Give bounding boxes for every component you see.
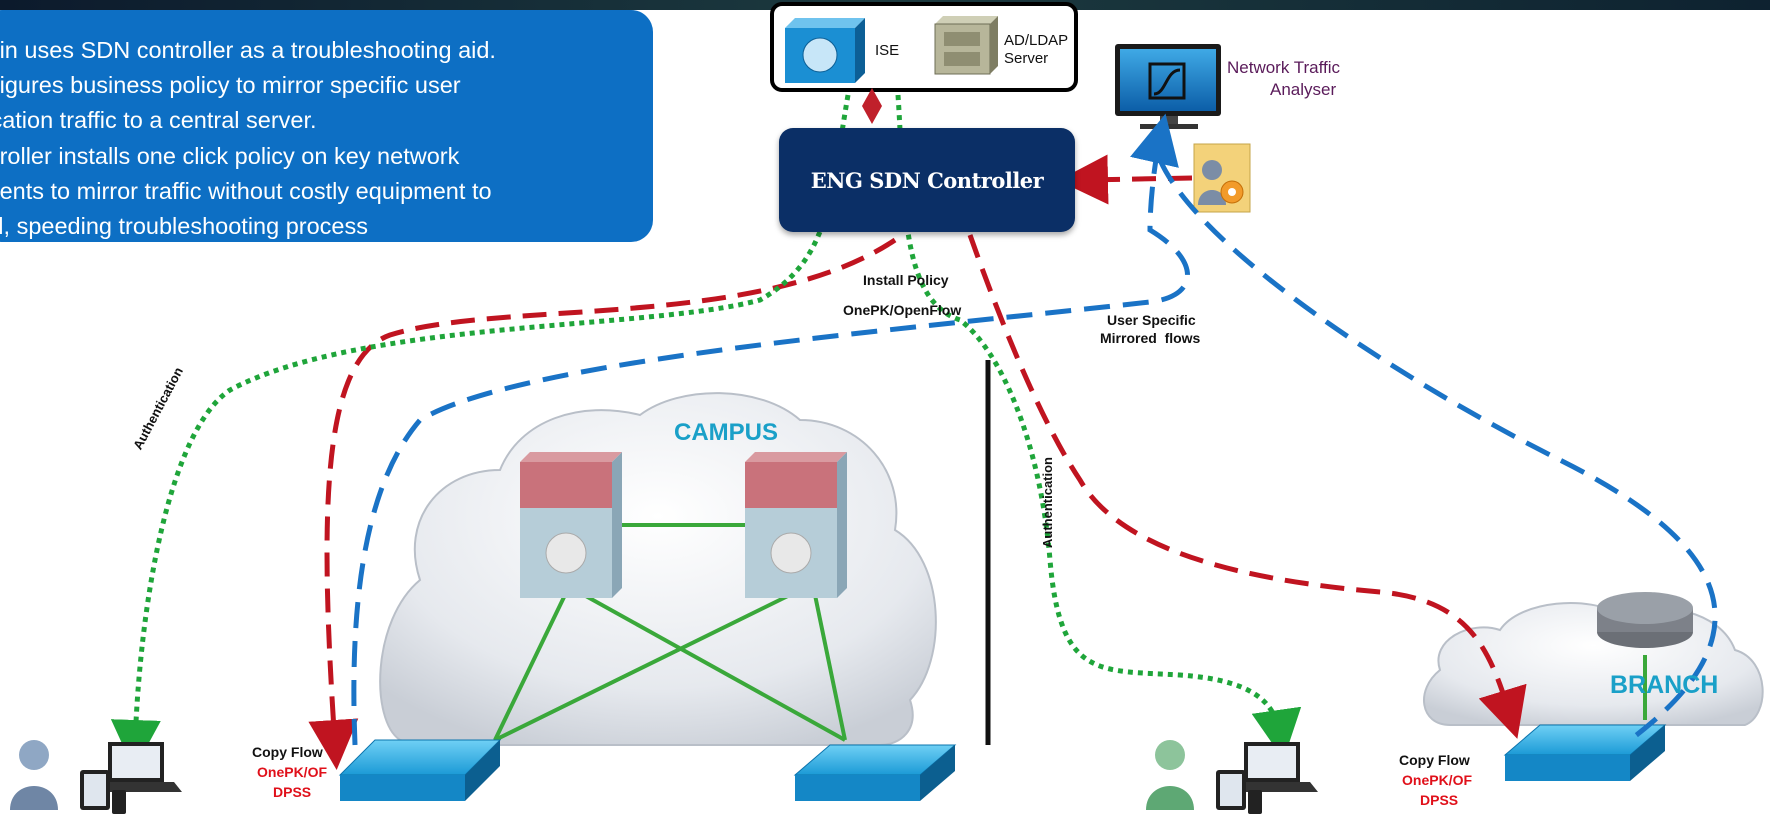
callout-line-2: nfigures business policy to mirror speci…: [0, 72, 461, 98]
tablet-icon: [80, 770, 110, 810]
copy-flow-left-proto: OnePK/OF: [257, 764, 328, 780]
policy-flow-left: [308, 237, 897, 770]
copy-flow-left-dpss: DPSS: [273, 784, 312, 800]
ise-server-icon: [785, 18, 865, 83]
ldap-label-line1: AD/LDAP: [1004, 32, 1069, 49]
user-icon: [1146, 740, 1194, 810]
monitor-icon: [1115, 44, 1221, 129]
access-switch-icon: [1503, 724, 1667, 781]
tablet-icon: [1216, 770, 1246, 810]
analyser-label-line1: Network Traffic: [1227, 58, 1341, 77]
callout-line-6: all, speeding troubleshooting process: [0, 213, 369, 239]
description-callout: min uses SDN controller as a troubleshoo…: [0, 10, 653, 242]
controller-label: ENG SDN Controller: [810, 167, 1044, 193]
mirror-flow-campus: [351, 113, 1190, 746]
callout-line-3: lication traffic to a central server.: [0, 107, 317, 133]
copy-flow-right-title: Copy Flow: [1399, 752, 1470, 768]
copy-flow-right-proto: OnePK/OF: [1402, 772, 1473, 788]
connector-diamond: [862, 88, 882, 124]
phone-icon: [112, 790, 126, 814]
campus-links: [493, 523, 1647, 742]
branch-label: BRANCH: [1610, 671, 1719, 699]
callout-line-5: ments to mirror traffic without costly e…: [0, 178, 492, 204]
access-switch-icon: [338, 739, 502, 801]
callout-line-1: min uses SDN controller as a troubleshoo…: [0, 37, 496, 63]
mirror-flow-branch: [1157, 158, 1718, 742]
multilayer-switch-icon: [520, 452, 622, 598]
laptop-icon: [90, 742, 182, 792]
authentication-label-mid: Authentication: [1040, 457, 1055, 548]
laptop-icon: [1226, 742, 1318, 792]
phone-icon: [1248, 790, 1262, 814]
router-icon: [1597, 592, 1693, 648]
ldap-label-line2: Server: [1004, 50, 1049, 67]
policy-flow-right: [967, 234, 1527, 739]
admin-to-controller: [1058, 154, 1193, 205]
ldap-server-icon: [934, 16, 998, 75]
multilayer-switch-icon: [745, 452, 847, 598]
branch-cloud: [1423, 602, 1764, 726]
campus-label: CAMPUS: [674, 419, 779, 446]
analyser-label-line2: Analyser: [1270, 80, 1337, 99]
ise-label: ISE: [875, 42, 900, 59]
auth-flow-right: [895, 94, 1302, 760]
copy-flow-right-dpss: DPSS: [1420, 792, 1459, 808]
campus-cloud: [379, 392, 937, 746]
mirrored-flows-label: Mirrored flows: [1100, 330, 1201, 346]
protocol-label: OnePK/OpenFlow: [843, 302, 962, 318]
copy-flow-left-title: Copy Flow: [252, 744, 323, 760]
user-specific-label: User Specific: [1107, 312, 1196, 328]
auth-flow-left: [110, 94, 851, 770]
sdn-controller: ENG SDN Controller: [779, 128, 1075, 232]
admin-icon: [1193, 143, 1251, 213]
user-icon: [10, 740, 58, 810]
install-policy-label: Install Policy: [863, 272, 949, 288]
access-switch-icon: [793, 744, 957, 801]
callout-line-4: ntroller installs one click policy on ke…: [0, 143, 460, 169]
